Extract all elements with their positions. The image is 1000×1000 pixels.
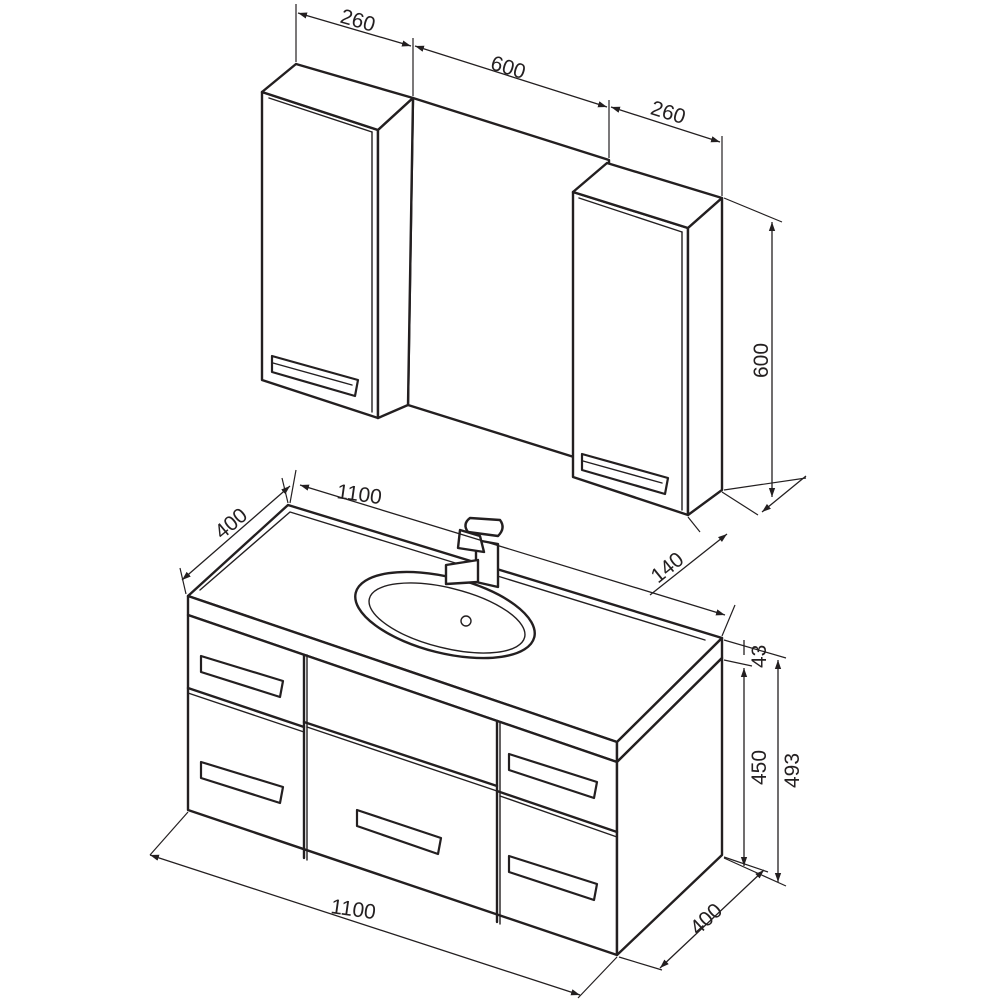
mirror-depth-label: 140 [647,548,689,588]
mirror-width-label: 600 [488,52,528,84]
vanity-side [615,656,724,957]
right-cabinet-width-label: 260 [648,97,688,129]
faucet-icon [444,516,504,589]
left-cabinet-width-label: 260 [338,5,378,37]
vanity-total-height-label: 493 [781,753,804,788]
mirror-height-dimension: 600 [723,197,807,497]
vanity-height-dimensions: 43 450 493 [723,639,804,887]
drawer-handle-top-right [507,752,599,800]
left-cabinet-side [376,96,415,420]
vanity-bottom-width-label: 1100 [329,895,377,924]
vanity-top-depth-label: 400 [210,504,252,544]
countertop-thickness-label: 43 [748,645,771,668]
drain-icon [460,615,472,627]
left-cabinet-handle [270,354,360,398]
right-cabinet-side [686,196,724,517]
mirror-cabinet-set: 260 600 260 600 140 [260,4,807,596]
mirror-height-label: 600 [750,343,773,378]
vanity-unit: 1100 400 43 450 493 1100 [149,469,804,999]
vanity-top-width-label: 1100 [335,480,383,509]
drawer-handle-bottom-left [199,760,285,805]
vanity-bottom-depth-label: 400 [686,899,727,940]
drawer-handle-center [355,808,443,856]
drawer-handle-top-left [199,654,285,699]
vanity-body-height-label: 450 [748,750,771,785]
right-wall-cabinet [571,161,724,517]
left-wall-cabinet [260,62,415,420]
